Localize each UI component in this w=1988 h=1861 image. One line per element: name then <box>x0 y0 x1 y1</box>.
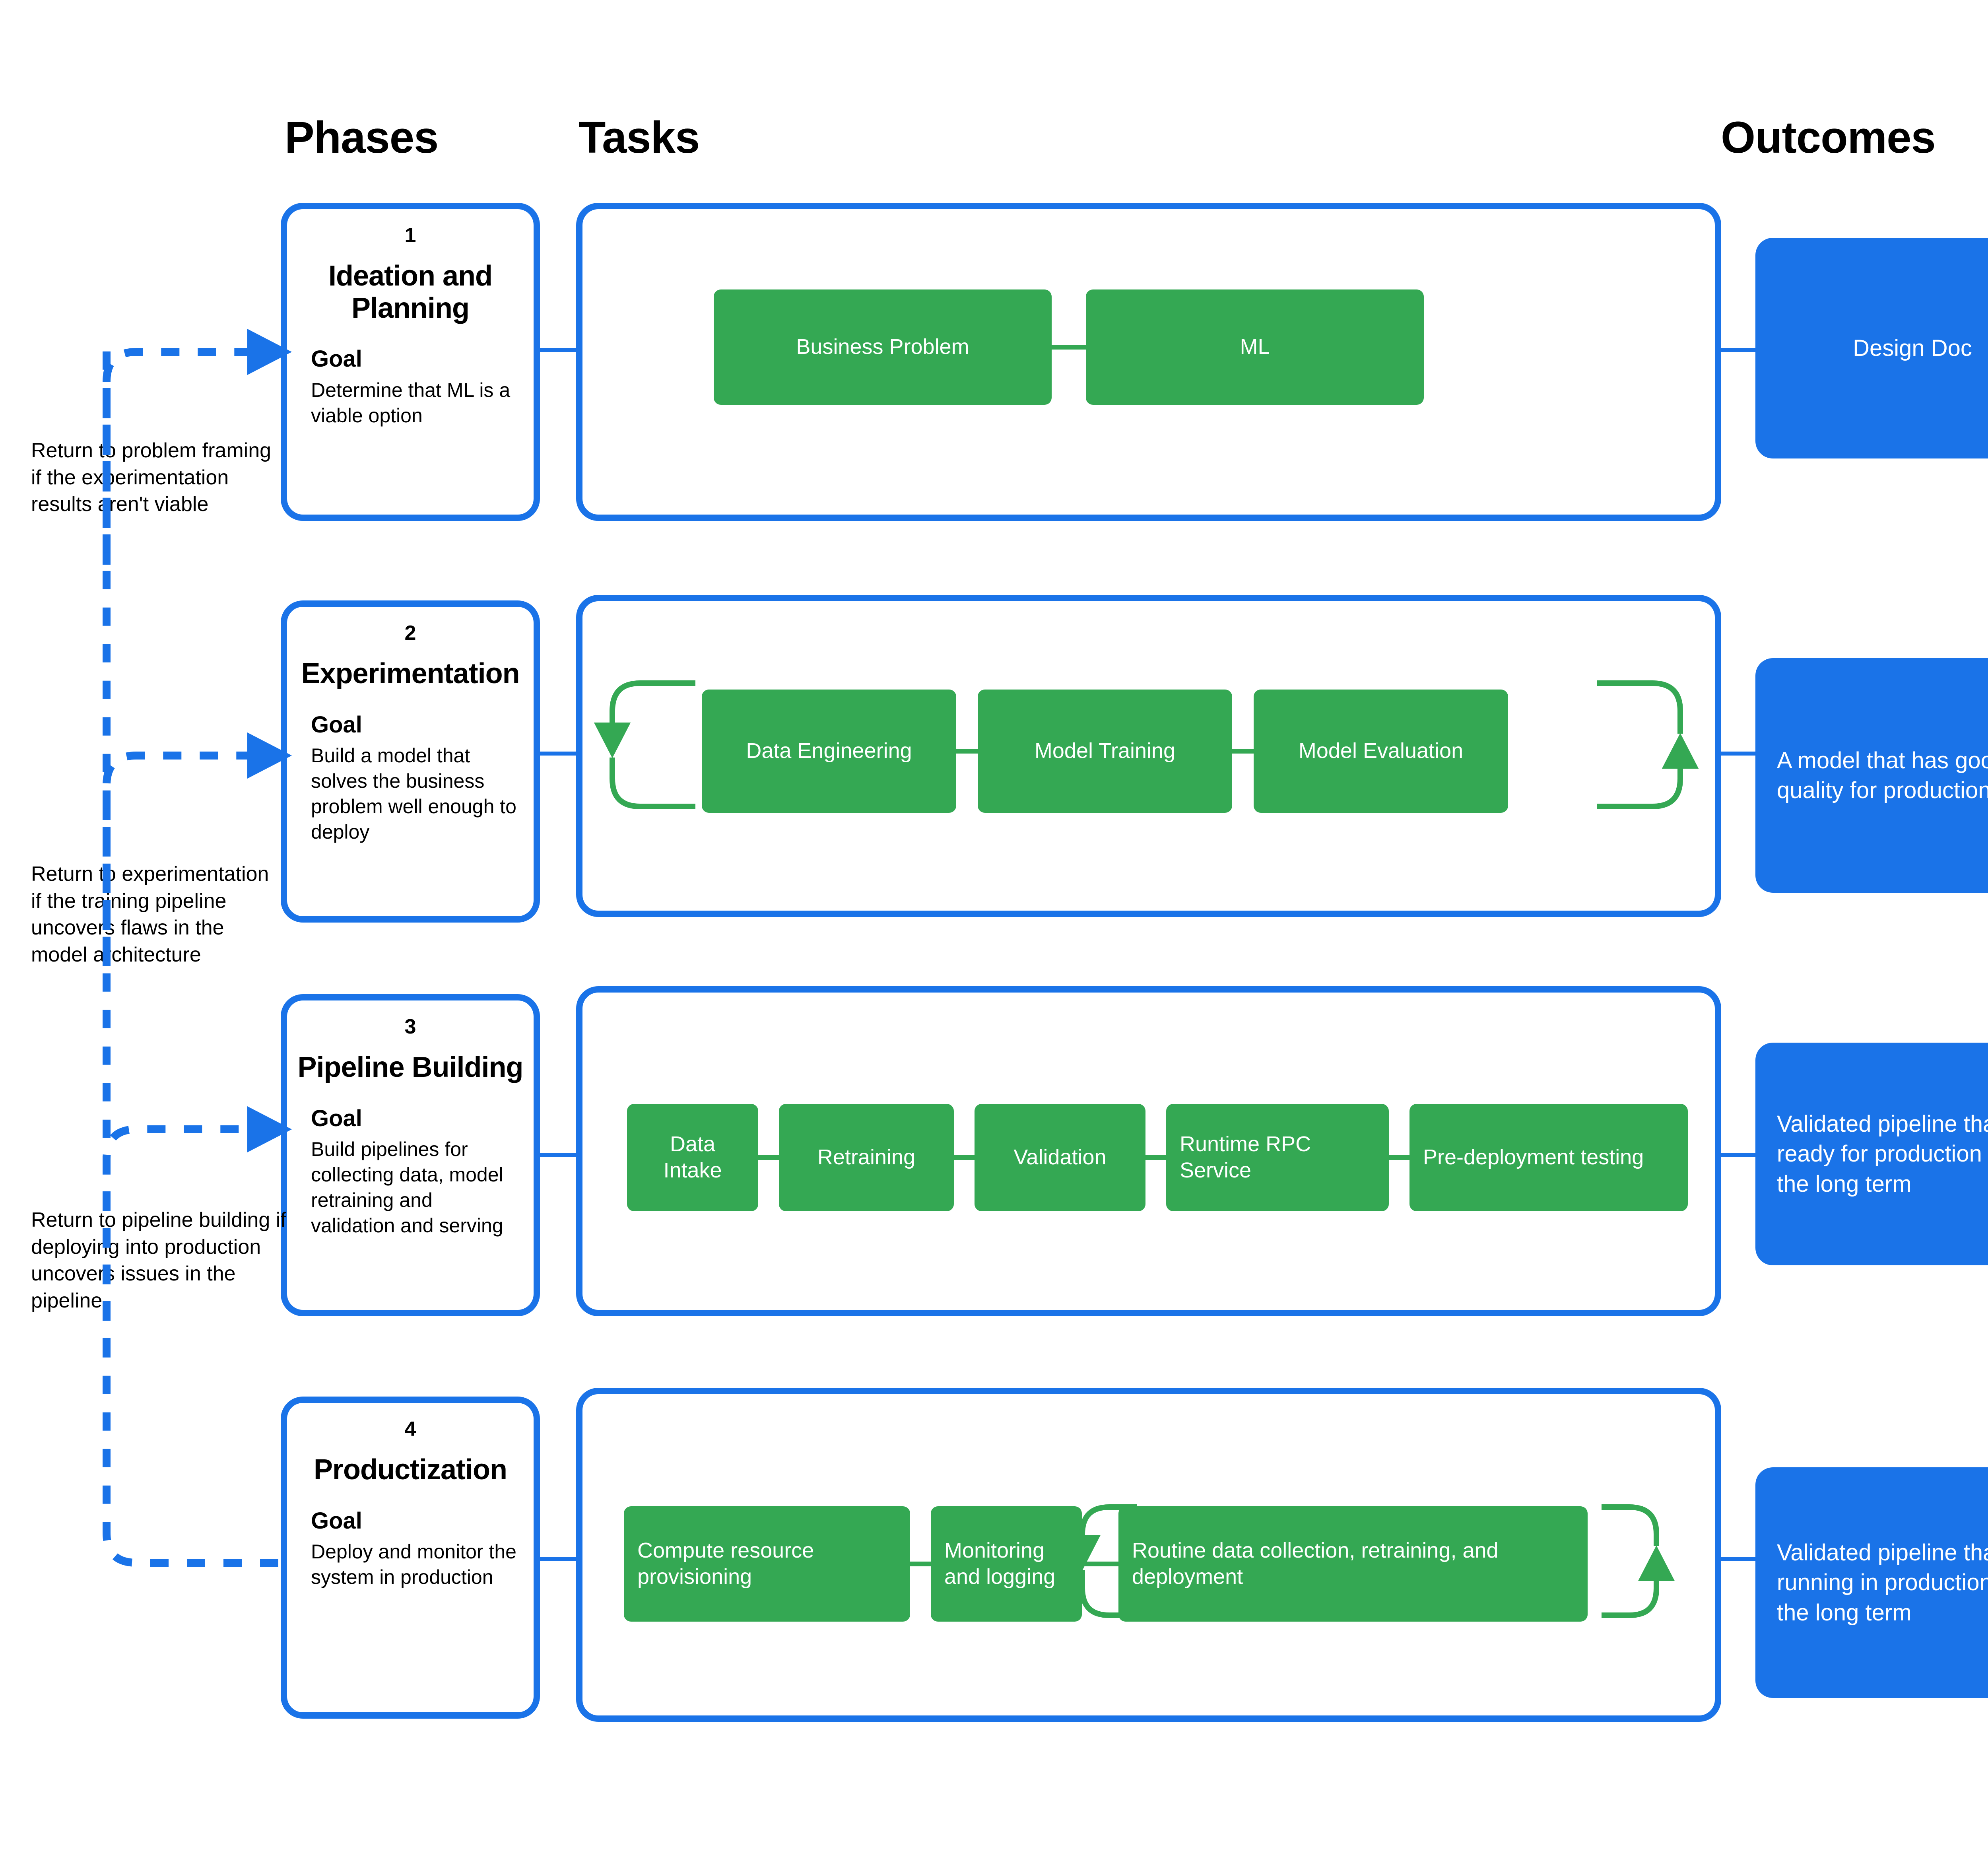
connector-phase3-tasks <box>540 1153 576 1157</box>
phase-goal-4: Goal Deploy and monitor the system in pr… <box>311 1508 534 1590</box>
task-node-1-1[interactable]: Business Problem <box>714 289 1052 405</box>
task-connector-4-1 <box>910 1562 931 1566</box>
task-node-3-3[interactable]: Validation <box>975 1104 1145 1211</box>
task-connector-2-1 <box>956 749 978 754</box>
phase-number-2: 2 <box>404 622 416 645</box>
goal-text-4: Deploy and monitor the system in product… <box>311 1540 516 1589</box>
phase-title-1: Ideation and Planning <box>328 260 493 324</box>
phase-title-4: Productization <box>314 1454 507 1486</box>
phase-title-2: Experimentation <box>301 658 520 690</box>
annotation-return-to-experimentation: Return to experimentation if the trainin… <box>31 863 269 966</box>
phase-card-2[interactable]: 2 Experimentation Goal Build a model tha… <box>281 600 540 923</box>
phase-goal-1: Goal Determine that ML is a viable optio… <box>311 346 534 428</box>
task-connector-2-2 <box>1232 749 1254 754</box>
task-node-3-4[interactable]: Runtime RPC Service <box>1166 1104 1389 1211</box>
phase-number-3: 3 <box>404 1015 416 1038</box>
task-node-3-1[interactable]: Data Intake <box>627 1104 758 1211</box>
task-node-4-2[interactable]: Monitoring and logging <box>931 1506 1082 1622</box>
column-header-tasks: Tasks <box>579 113 700 162</box>
connector-tasks1-outcome <box>1721 348 1755 352</box>
task-node-2-3[interactable]: Model Evaluation <box>1254 690 1508 813</box>
column-header-outcomes: Outcomes <box>1721 113 1936 162</box>
outcome-box-4[interactable]: Validated pipeline that's running in pro… <box>1755 1467 1988 1698</box>
outcome-box-1[interactable]: Design Doc <box>1755 238 1988 458</box>
task-connector-3-4 <box>1389 1155 1409 1160</box>
task-node-4-3[interactable]: Routine data collection, retraining, and… <box>1118 1506 1588 1622</box>
connector-phase4-tasks <box>540 1557 576 1561</box>
phase-number-4: 4 <box>404 1418 416 1441</box>
connector-phase2-tasks <box>540 752 576 756</box>
goal-label-2: Goal <box>311 711 362 738</box>
tasks-container-4: Compute resource provisioning Monitoring… <box>576 1388 1721 1722</box>
goal-label-1: Goal <box>311 346 362 372</box>
connector-tasks4-outcome <box>1721 1557 1755 1561</box>
column-header-phases: Phases <box>285 113 439 162</box>
goal-label-3: Goal <box>311 1105 362 1131</box>
tasks-container-3: Data Intake Retraining Validation Runtim… <box>576 986 1721 1316</box>
task-connector-3-2 <box>954 1155 975 1160</box>
tasks-container-2: Data Engineering Model Training Model Ev… <box>576 595 1721 917</box>
annotation-return-to-pipeline-building: Return to pipeline building if deploying… <box>31 1208 286 1312</box>
phase-card-1[interactable]: 1 Ideation and Planning Goal Determine t… <box>281 203 540 521</box>
phase-card-3[interactable]: 3 Pipeline Building Goal Build pipelines… <box>281 994 540 1316</box>
goal-text-3: Build pipelines for collecting data, mod… <box>311 1138 503 1237</box>
connector-phase1-tasks <box>540 348 576 352</box>
goal-text-1: Determine that ML is a viable option <box>311 379 511 427</box>
task-connector-4-2 <box>1082 1562 1118 1566</box>
tasks-container-1: Business Problem ML <box>576 203 1721 521</box>
task-node-1-2[interactable]: ML <box>1086 289 1424 405</box>
outcome-box-3[interactable]: Validated pipeline that's ready for prod… <box>1755 1043 1988 1265</box>
phase-goal-3: Goal Build pipelines for collecting data… <box>311 1105 534 1239</box>
task-connector-1-1 <box>1052 345 1086 350</box>
task-node-2-1[interactable]: Data Engineering <box>702 690 956 813</box>
phase-number-1: 1 <box>404 224 416 247</box>
annotation-return-to-problem-framing: Return to problem framing if the experim… <box>31 439 272 516</box>
goal-label-4: Goal <box>311 1507 362 1534</box>
phase-title-3: Pipeline Building <box>297 1051 523 1083</box>
connector-tasks3-outcome <box>1721 1153 1755 1157</box>
task-connector-3-3 <box>1145 1155 1166 1160</box>
task-node-3-2[interactable]: Retraining <box>779 1104 954 1211</box>
task-node-3-5[interactable]: Pre-deployment testing <box>1409 1104 1688 1211</box>
phase-goal-2: Goal Build a model that solves the busin… <box>311 712 534 845</box>
task-node-4-1[interactable]: Compute resource provisioning <box>624 1506 910 1622</box>
outcome-box-2[interactable]: A model that has good quality for produc… <box>1755 658 1988 893</box>
task-node-2-2[interactable]: Model Training <box>978 690 1232 813</box>
task-connector-3-1 <box>758 1155 779 1160</box>
goal-text-2: Build a model that solves the business p… <box>311 744 516 843</box>
phase-card-4[interactable]: 4 Productization Goal Deploy and monitor… <box>281 1397 540 1719</box>
connector-tasks2-outcome <box>1721 752 1755 756</box>
